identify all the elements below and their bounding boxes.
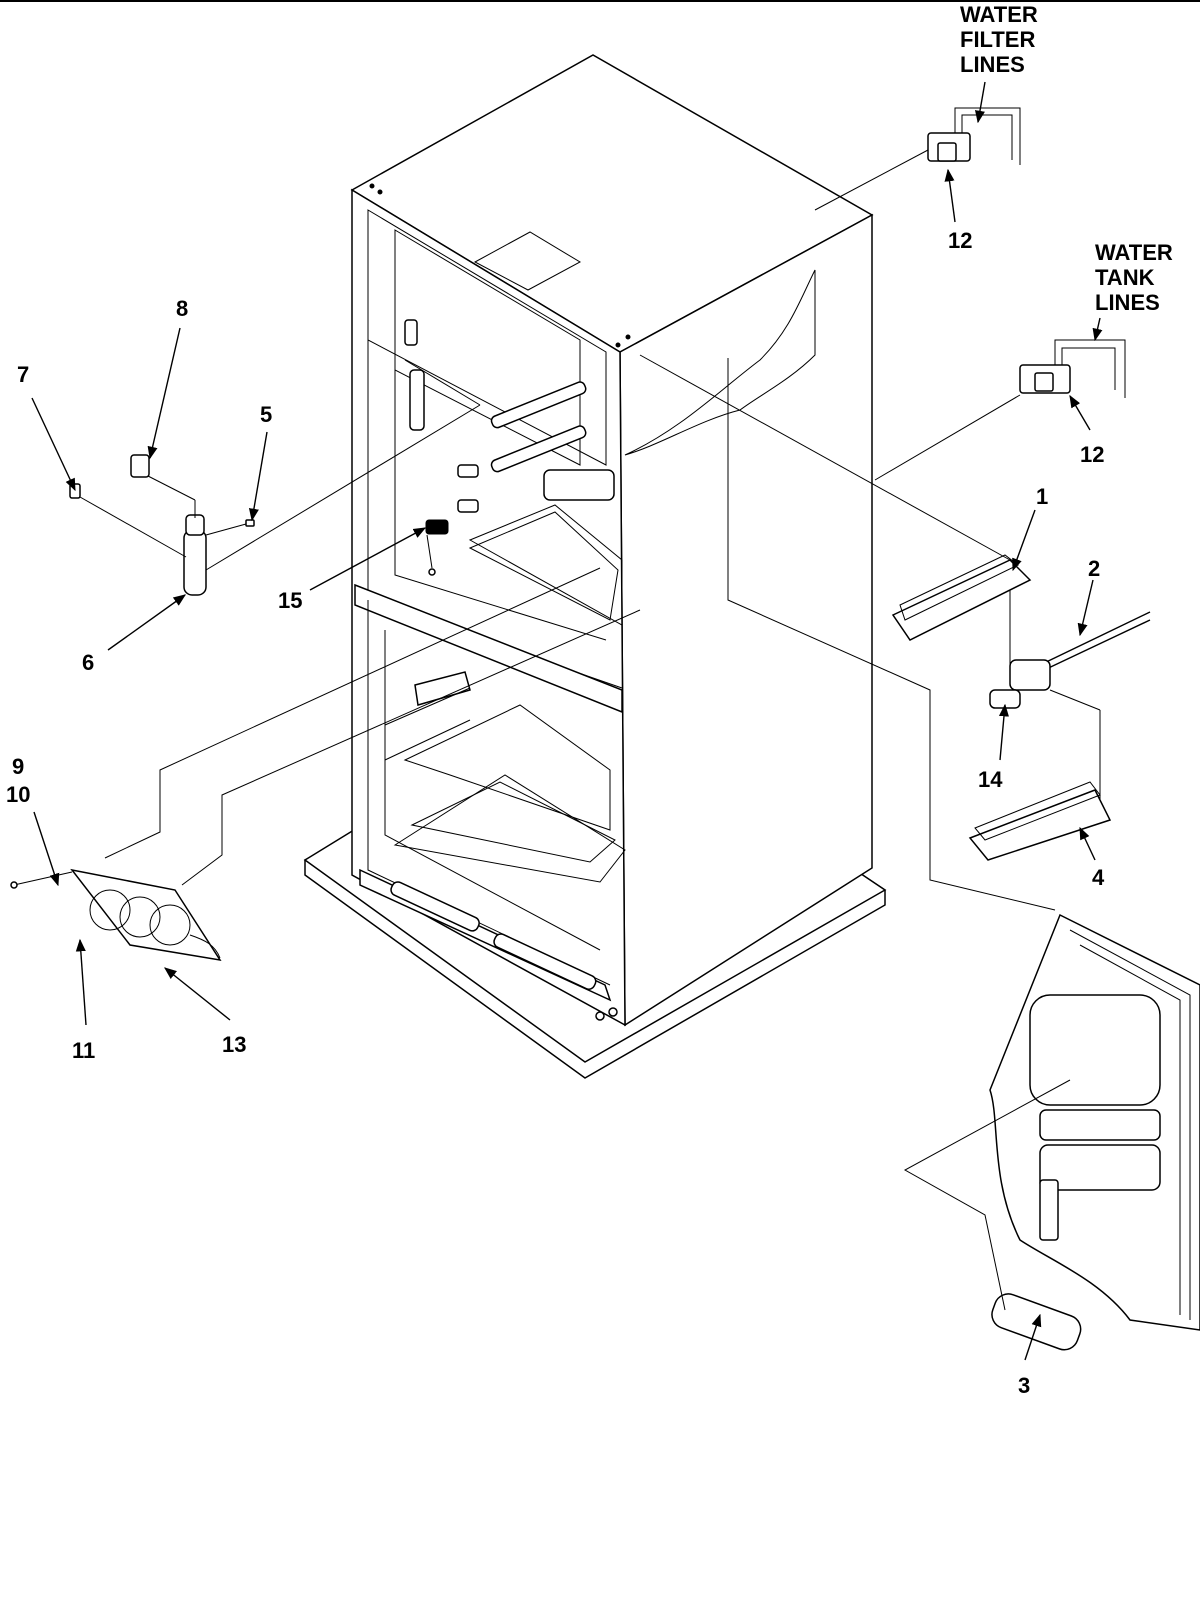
label-7: 7 <box>17 362 29 387</box>
door-panel <box>989 913 1200 1331</box>
part-13-coil <box>10 868 222 962</box>
label-11: 11 <box>72 1038 95 1063</box>
label-5: 5 <box>260 402 272 427</box>
label-12-upper: 12 <box>948 228 972 253</box>
label-13: 13 <box>222 1032 246 1057</box>
water-tank-lines-part <box>1019 339 1126 398</box>
label-15: 15 <box>278 588 302 613</box>
label-4: 4 <box>1092 865 1105 890</box>
label-6: 6 <box>82 650 94 675</box>
label-3: 3 <box>1018 1373 1030 1398</box>
label-8: 8 <box>176 296 188 321</box>
water-filter-lines-part <box>927 107 1021 165</box>
part-1-tray <box>891 554 1032 641</box>
label-10: 10 <box>6 782 30 807</box>
water-filter-lines-label: WATER FILTER LINES <box>960 2 1044 77</box>
part-2-14-valve <box>989 611 1151 709</box>
leader-lines <box>31 81 1103 1361</box>
label-9: 9 <box>12 754 24 779</box>
refrigerator-cabinet <box>303 54 887 1079</box>
label-2: 2 <box>1088 556 1100 581</box>
label-1: 1 <box>1036 484 1048 509</box>
callout-labels: WATER FILTER LINES WATER TANK LINES 12 1… <box>6 2 1179 1398</box>
label-12-lower: 12 <box>1080 442 1104 467</box>
label-14: 14 <box>978 767 1003 792</box>
water-tank-lines-label: WATER TANK LINES <box>1095 240 1179 315</box>
part-6-bracket <box>69 359 481 596</box>
